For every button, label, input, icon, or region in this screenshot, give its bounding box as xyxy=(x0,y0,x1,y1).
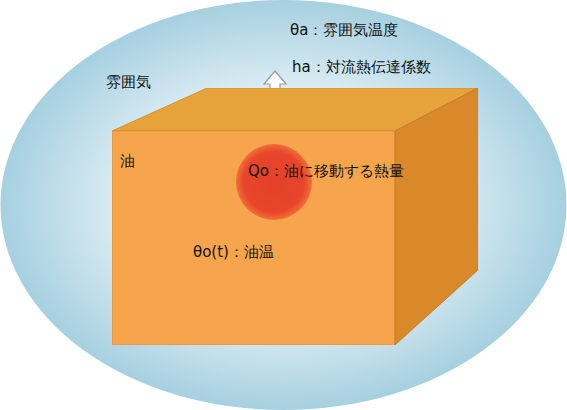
text-label: θa：雰囲気温度 xyxy=(290,21,398,39)
text-label: 油 xyxy=(120,152,135,170)
oil-block xyxy=(112,88,478,345)
heat-source xyxy=(236,144,312,220)
text-label: Qo：油に移動する熱量 xyxy=(248,162,404,180)
text-label: 雰囲気 xyxy=(106,73,151,91)
text-label: ha：対流熱伝達係数 xyxy=(292,58,431,76)
text-label: θo(t)：油温 xyxy=(193,243,274,261)
oil-body: 油 Qo：油に移動する熱量 θo(t)：油温 xyxy=(112,88,478,345)
